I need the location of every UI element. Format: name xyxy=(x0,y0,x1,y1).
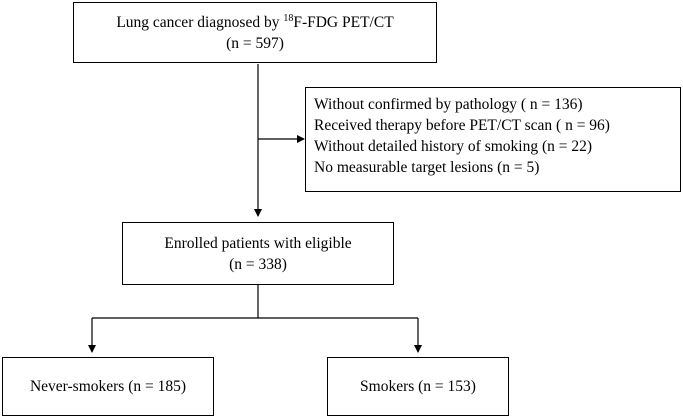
enrolled-box-line1: Enrolled patients with eligible xyxy=(164,234,352,252)
smokers-box: Smokers (n = 153) xyxy=(327,357,509,416)
top-box-line1: Lung cancer diagnosed by 18F-FDG PET/CT xyxy=(116,12,394,31)
exclusion-box: Without confirmed by pathology ( n = 136… xyxy=(305,87,681,192)
enrolled-box-line2: (n = 338) xyxy=(229,255,287,273)
never-smokers-label: Never-smokers (n = 185) xyxy=(29,378,187,395)
smokers-label: Smokers (n = 153) xyxy=(360,378,476,395)
exclusion-item: Received therapy before PET/CT scan ( n … xyxy=(314,117,610,134)
top-box-line2: (n = 597) xyxy=(226,34,284,52)
top-box: Lung cancer diagnosed by 18F-FDG PET/CT … xyxy=(73,2,437,63)
enrolled-box: Enrolled patients with eligible (n = 338… xyxy=(122,222,394,285)
exclusion-item: Without detailed history of smoking (n =… xyxy=(314,138,593,155)
never-smokers-box: Never-smokers (n = 185) xyxy=(2,357,214,416)
exclusion-item: No measurable target lesions (n = 5) xyxy=(314,159,540,176)
exclusion-item: Without confirmed by pathology ( n = 136… xyxy=(314,96,583,113)
